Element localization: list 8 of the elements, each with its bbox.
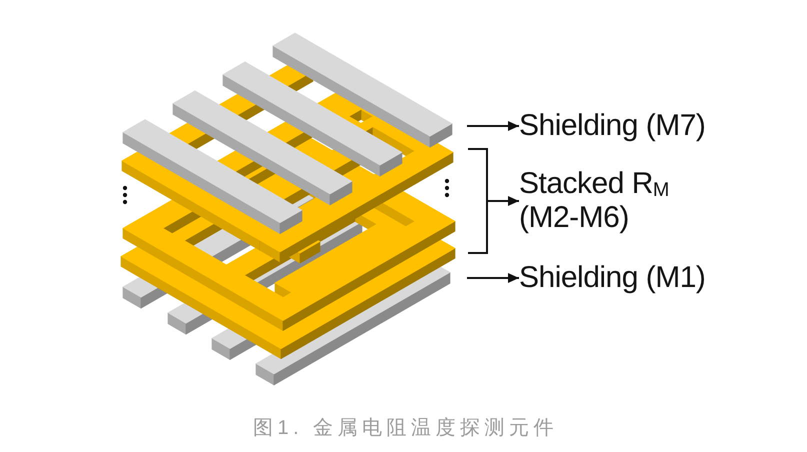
arrow bbox=[487, 196, 519, 206]
arrow bbox=[467, 273, 519, 283]
caption: 图1. 金属电阻温度探测元件 bbox=[253, 416, 558, 441]
layer-label: Shielding (M1) bbox=[519, 261, 706, 295]
layer-label: Stacked R$_{M}$ (M2-M6) bbox=[519, 167, 689, 235]
bracket bbox=[468, 148, 488, 254]
arrow bbox=[467, 121, 519, 131]
layer-label: Shielding (M7) bbox=[519, 109, 706, 143]
